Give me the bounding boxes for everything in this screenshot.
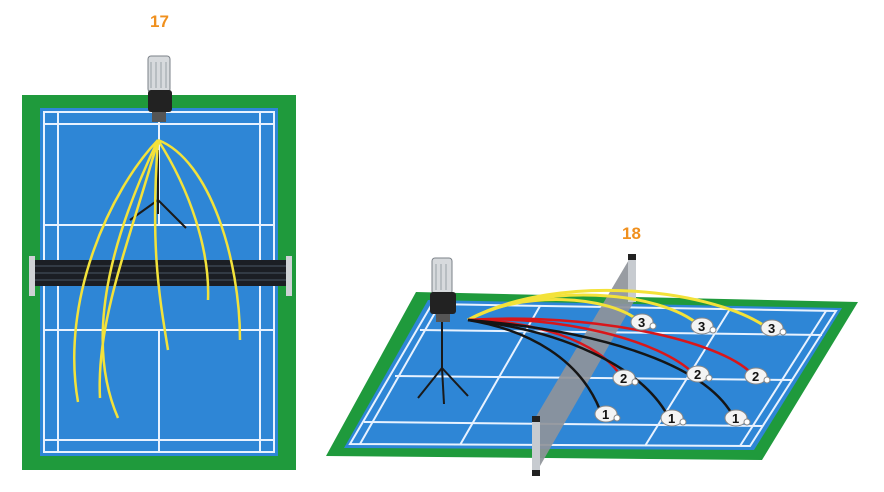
trajectories-yellow [467,288,771,332]
shuttle-3-b: 3 [690,317,717,335]
figure-label-18: 18 [622,224,641,243]
shuttle-label: 3 [638,315,645,330]
shuttle-1-c: 1 [724,409,751,427]
shuttle-label: 2 [752,369,759,384]
court-top-view [22,55,296,470]
court-inner-blue-3d [344,300,842,450]
shuttle-label: 1 [602,407,609,422]
shuttle-machine-3d [430,257,456,322]
tripod-perspective [417,320,469,405]
shuttle-label: 3 [768,321,775,336]
shuttle-3-c: 3 [760,319,787,337]
shuttle-label: 1 [668,411,675,426]
court-perspective-view: 3 3 3 2 2 2 1 1 1 [326,254,858,476]
shuttlecocks: 3 3 3 2 2 2 1 1 1 [594,313,787,427]
net-perspective [532,254,636,476]
shuttle-machine-top [147,55,172,122]
shuttle-label: 2 [694,367,701,382]
shuttle-label: 1 [732,411,739,426]
shuttle-2-a: 2 [612,369,639,387]
shuttle-1-a: 1 [594,405,621,423]
trajectories-black [467,318,734,417]
trajectories-top-view [73,138,242,419]
shuttle-1-b: 1 [660,409,687,427]
shuttle-2-c: 2 [744,367,771,385]
net-top-view [29,256,292,296]
shuttle-3-a: 3 [630,313,657,331]
shuttle-label: 3 [698,319,705,334]
figure-label-17: 17 [150,12,169,31]
shuttle-2-b: 2 [686,365,713,383]
shuttle-label: 2 [620,371,627,386]
